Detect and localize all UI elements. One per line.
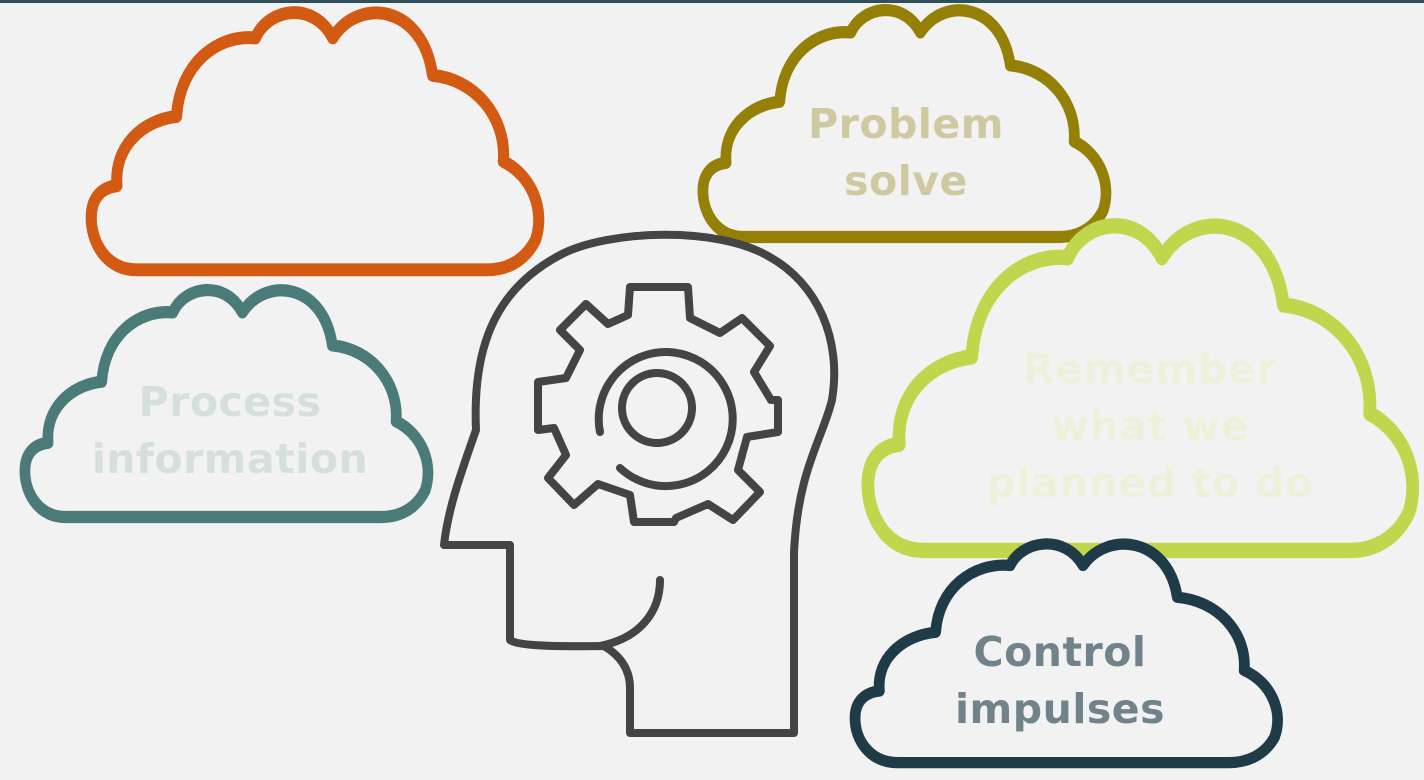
- cloud-outline: [91, 13, 539, 270]
- label-control-impulses: Control impulses: [955, 628, 1165, 733]
- gear-outer-icon: [534, 283, 782, 526]
- gear-ring-icon: [594, 348, 737, 490]
- label-remember: Remember what we planned to do: [986, 345, 1314, 507]
- gear-center-icon: [618, 369, 696, 447]
- neck-curve: [596, 576, 664, 650]
- top-divider: [0, 0, 1424, 3]
- head-outline: [440, 230, 839, 737]
- cloud-top-left: [91, 13, 539, 270]
- label-problem-solve: Problem solve: [808, 100, 1004, 205]
- head-gear-icon: [440, 230, 839, 737]
- label-process-information: Process information: [91, 378, 369, 483]
